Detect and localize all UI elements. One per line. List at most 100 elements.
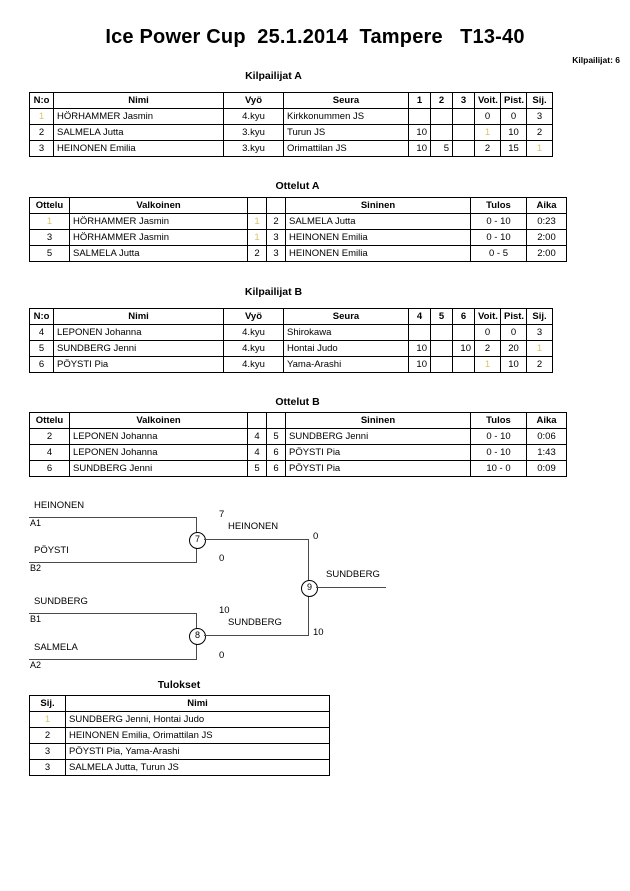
bracket-final-top-score: 0 (313, 531, 319, 542)
cell-name: LEPONEN Johanna (53, 324, 224, 341)
cell-wins: 1 (474, 124, 501, 141)
cell-name: HEINONEN Emilia (53, 140, 224, 157)
bracket-semi1-winner-line (204, 539, 309, 541)
cell-club: Turun JS (283, 124, 409, 141)
cell-no: 6 (29, 356, 54, 373)
cell-rank: 2 (526, 356, 553, 373)
bracket-semi1-winner: HEINONEN (228, 521, 279, 532)
page-title: Ice Power Cup 25.1.2014 Tampere T13-40 (105, 26, 525, 48)
table-row: 4 LEPONEN Johanna 4.kyu Shirokawa 0 0 3 (29, 324, 553, 341)
cell-match: 5 (29, 245, 70, 262)
cell-belt: 4.kyu (223, 108, 284, 125)
cell-name: SUNDBERG Jenni (53, 340, 224, 357)
elimination-bracket: HEINONEN A1 7 PÖYSTI B2 0 7 HEINONEN SUN… (0, 495, 630, 680)
bracket-node-9[interactable]: 9 (301, 580, 318, 597)
bracket-node-7[interactable]: 7 (189, 532, 206, 549)
col-match: Ottelu (29, 197, 70, 214)
col-result: Tulos (470, 412, 527, 429)
col-blue: Sininen (285, 412, 471, 429)
col-m2: 5 (430, 308, 453, 325)
cell-white-no: 4 (247, 428, 267, 445)
table-row: 2 LEPONEN Johanna 4 5 SUNDBERG Jenni 0 -… (29, 428, 567, 445)
entrants-count: Kilpailijat: 6 (572, 55, 620, 65)
cell-m3: 10 (452, 340, 475, 357)
table-header-row: Sij. Nimi (29, 695, 330, 712)
cell-club: Kirkkonummen JS (283, 108, 409, 125)
cell-rank: 3 (29, 759, 66, 776)
cell-m2 (430, 324, 453, 341)
cell-club: Orimattilan JS (283, 140, 409, 157)
table-header-row: Ottelu Valkoinen Sininen Tulos Aika (29, 197, 567, 214)
col-no: N:o (29, 92, 54, 109)
cell-m3 (452, 108, 475, 125)
cell-white-no: 4 (247, 444, 267, 461)
cell-blue-no: 5 (266, 428, 286, 445)
cell-blue-no: 3 (266, 229, 286, 246)
cell-time: 0:23 (526, 213, 567, 230)
cell-time: 1:43 (526, 444, 567, 461)
col-m3: 3 (452, 92, 475, 109)
caption-matches-b: Ottelut B (275, 396, 320, 408)
cell-m1: 10 (408, 124, 431, 141)
cell-white-no: 2 (247, 245, 267, 262)
table-matches-b: Ottelu Valkoinen Sininen Tulos Aika 2 LE… (29, 412, 567, 477)
cell-name: SALMELA Jutta, Turun JS (65, 759, 330, 776)
cell-points: 0 (500, 324, 527, 341)
cell-blue: SALMELA Jutta (285, 213, 471, 230)
cell-rank: 3 (29, 743, 66, 760)
cell-points: 20 (500, 340, 527, 357)
table-row: 2 HEINONEN Emilia, Orimattilan JS (29, 727, 330, 744)
table-header-row: N:o Nimi Vyö Seura 1 2 3 Voit. Pist. Sij… (29, 92, 553, 109)
bracket-final-winner-line (316, 587, 386, 589)
cell-rank: 1 (29, 711, 66, 728)
table-row: 4 LEPONEN Johanna 4 6 PÖYSTI Pia 0 - 10 … (29, 444, 567, 461)
bracket-semi2-top-seed: B1 (30, 614, 42, 624)
bracket-semi1-bottom-name: PÖYSTI (34, 545, 69, 556)
caption-pool-b: Kilpailijat B (244, 286, 303, 298)
cell-points: 10 (500, 124, 527, 141)
cell-no: 4 (29, 324, 54, 341)
col-white: Valkoinen (69, 197, 248, 214)
bracket-semi1-bottom-line (29, 562, 197, 564)
cell-match: 2 (29, 428, 70, 445)
caption-matches-a: Ottelut A (275, 180, 320, 192)
col-no: N:o (29, 308, 54, 325)
cell-belt: 4.kyu (223, 324, 284, 341)
cell-no: 1 (29, 108, 54, 125)
table-row: 3 HÖRHAMMER Jasmin 1 3 HEINONEN Emilia 0… (29, 229, 567, 246)
cell-rank: 3 (526, 324, 553, 341)
cell-belt: 4.kyu (223, 340, 284, 357)
cell-result: 10 - 0 (470, 460, 527, 477)
bracket-final-bottom-score: 10 (313, 627, 324, 638)
col-rank: Sij. (526, 92, 553, 109)
bracket-semi2-bottom-score: 0 (219, 650, 225, 661)
col-m1: 4 (408, 308, 431, 325)
col-club: Seura (283, 92, 409, 109)
cell-blue: PÖYSTI Pia (285, 444, 471, 461)
table-row: 6 PÖYSTI Pia 4.kyu Yama-Arashi 10 1 10 2 (29, 356, 553, 373)
cell-points: 10 (500, 356, 527, 373)
cell-white: HÖRHAMMER Jasmin (69, 229, 248, 246)
cell-white-no: 5 (247, 460, 267, 477)
cell-match: 6 (29, 460, 70, 477)
cell-points: 0 (500, 108, 527, 125)
cell-m1: 10 (408, 340, 431, 357)
col-result: Tulos (470, 197, 527, 214)
cell-result: 0 - 10 (470, 213, 527, 230)
table-row: 1 HÖRHAMMER Jasmin 4.kyu Kirkkonummen JS… (29, 108, 553, 125)
col-rank: Sij. (29, 695, 66, 712)
col-m3: 6 (452, 308, 475, 325)
cell-white: HÖRHAMMER Jasmin (69, 213, 248, 230)
bracket-node-8[interactable]: 8 (189, 628, 206, 645)
cell-wins: 1 (474, 356, 501, 373)
cell-time: 0:09 (526, 460, 567, 477)
cell-white: SALMELA Jutta (69, 245, 248, 262)
col-belt: Vyö (223, 92, 284, 109)
table-pool-a: N:o Nimi Vyö Seura 1 2 3 Voit. Pist. Sij… (29, 92, 553, 157)
cell-belt: 3.kyu (223, 140, 284, 157)
table-row: 3 HEINONEN Emilia 3.kyu Orimattilan JS 1… (29, 140, 553, 157)
bracket-semi2-bottom-name: SALMELA (34, 642, 78, 653)
cell-name: PÖYSTI Pia, Yama-Arashi (65, 743, 330, 760)
bracket-semi2-winner: SUNDBERG (228, 617, 282, 628)
cell-blue-no: 6 (266, 460, 286, 477)
